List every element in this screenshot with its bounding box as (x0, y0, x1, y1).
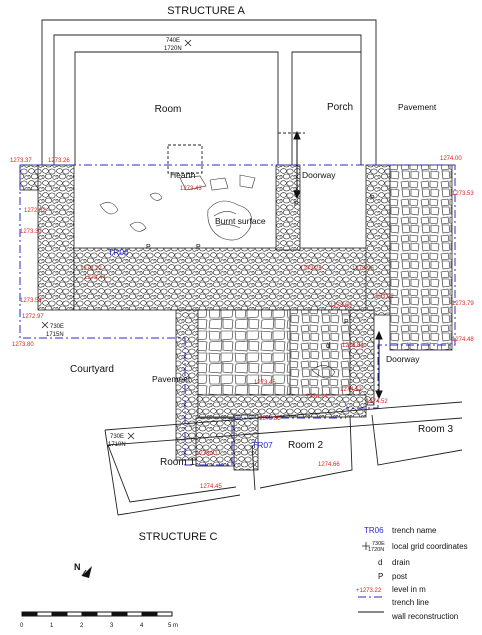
level: 1273.79 (452, 301, 474, 307)
level: 1274.52 (366, 399, 388, 405)
level: 1273.43 (180, 186, 202, 192)
legend-coord-e: 730E (372, 541, 385, 547)
scale-tick: 2 (80, 623, 84, 629)
coord-2-n: 1715N (46, 332, 64, 338)
legend-trench-line: trench line (392, 598, 429, 607)
level: 1274.00 (440, 156, 462, 162)
room-2-label: Room 2 (288, 440, 323, 451)
coord-1-e: 740E (166, 38, 180, 44)
level: 1273.45 (254, 380, 276, 386)
legend-p-sample: P (378, 572, 383, 581)
structure-c-walls (104, 401, 463, 516)
post-marker: P (196, 244, 201, 251)
level: 1272.97 (22, 314, 44, 320)
north-arrow-icon (81, 566, 92, 578)
structure-a-title: STRUCTURE A (167, 5, 245, 17)
coord-2-e: 730E (50, 324, 64, 330)
scale-tick: 5 m (168, 623, 178, 629)
level: 1274.24 (306, 394, 328, 400)
excavated-stones (19, 164, 453, 471)
courtyard-label: Courtyard (70, 364, 114, 375)
level: 1273.53 (452, 191, 474, 197)
legend-trench-name: trench name (392, 526, 437, 535)
grid-crosses (41, 39, 370, 550)
scale-tick: 1 (50, 623, 54, 629)
level: 1273.85 (259, 416, 281, 422)
legend-level: level in m (392, 585, 426, 594)
level: 1274.45 (200, 484, 222, 490)
scale-ticks: 0 1 2 3 4 5 m (20, 623, 178, 629)
legend-wall-reconstruction: wall reconstruction (391, 612, 458, 621)
room-3-label: Room 3 (418, 424, 453, 435)
coord-3-n: 1710N (108, 442, 126, 448)
level: 1273.63 (330, 303, 352, 309)
post-marker: P (294, 201, 299, 208)
scale-bar (21, 611, 173, 617)
north-label: N (74, 562, 81, 572)
level: 1272.82 (24, 208, 46, 214)
room-1-label: Room 1 (160, 457, 195, 468)
post-marker: P (146, 244, 151, 251)
burnt-surface-area (99, 174, 336, 379)
post-marker: P (370, 195, 375, 202)
scale-tick: 3 (110, 623, 114, 629)
level: 1273.37 (10, 158, 32, 164)
post-marker: P (344, 319, 349, 326)
trench-lines (19, 164, 456, 466)
level: 1273.71 (196, 451, 218, 457)
structure-labels: STRUCTURE A STRUCTURE C (139, 5, 246, 543)
level: 1273.96 (352, 266, 374, 272)
level: 1273.80 (12, 342, 34, 348)
legend-tr-sample: TR06 (364, 526, 384, 535)
porch-label: Porch (327, 102, 353, 113)
scale-tick: 0 (20, 623, 24, 629)
trench-tr06: TR06 (108, 247, 129, 257)
level: 1273.92 (372, 294, 394, 300)
level: 1273.44 (84, 275, 106, 281)
pavement-ne-label: Pavement (398, 102, 437, 112)
hearth-label: Hearth (170, 170, 196, 180)
legend-post: post (392, 572, 408, 581)
level: 1273.84 (342, 343, 364, 349)
burnt-surface-label: Burnt surface (215, 216, 266, 226)
level: 1274.12 (340, 387, 362, 393)
drain-marker: d (326, 341, 330, 350)
legend-local-grid: local grid coordinates (392, 542, 468, 551)
trench-names: TR06 TR07 (108, 247, 273, 450)
room-label: Room (155, 104, 182, 115)
level: 1273.26 (48, 158, 70, 164)
level: 1273.30 (20, 229, 42, 235)
level: 1274.48 (452, 337, 474, 343)
structure-a-walls (41, 19, 377, 174)
grid-coordinates: 740E 1720N 730E 1715N 730E 1710N (46, 38, 182, 448)
coord-1-n: 1720N (164, 46, 182, 52)
doorway-2-label: Doorway (386, 354, 420, 364)
doorway-1-label: Doorway (302, 170, 336, 180)
legend-drain: drain (392, 558, 410, 567)
level: 1273.28 (300, 266, 322, 272)
trench-tr07: TR07 (252, 440, 273, 450)
feature-markers: P P P P P d (146, 195, 375, 350)
doorway-arrows (293, 130, 383, 400)
pavement-mid-label: Pavement (152, 374, 191, 384)
level: 1274.66 (318, 462, 340, 468)
legend-d-sample: d (378, 558, 382, 567)
coord-3-e: 730E (110, 434, 124, 440)
scale-tick: 4 (140, 623, 144, 629)
room-labels: Room Porch Pavement Hearth Burnt surface… (70, 102, 453, 468)
level: 1273.54 (20, 298, 42, 304)
legend: TR06 trench name 730E 1720N local grid c… (356, 526, 468, 621)
legend-symbols (358, 596, 384, 613)
structure-c-title: STRUCTURE C (139, 531, 218, 543)
legend-level-sample: +1273.22 (356, 588, 382, 594)
legend-coord-n: 1720N (368, 547, 384, 553)
level: 1273.22 (80, 266, 102, 272)
level-values: 1273.37 1273.26 1273.43 1274.00 1273.53 … (10, 156, 474, 490)
